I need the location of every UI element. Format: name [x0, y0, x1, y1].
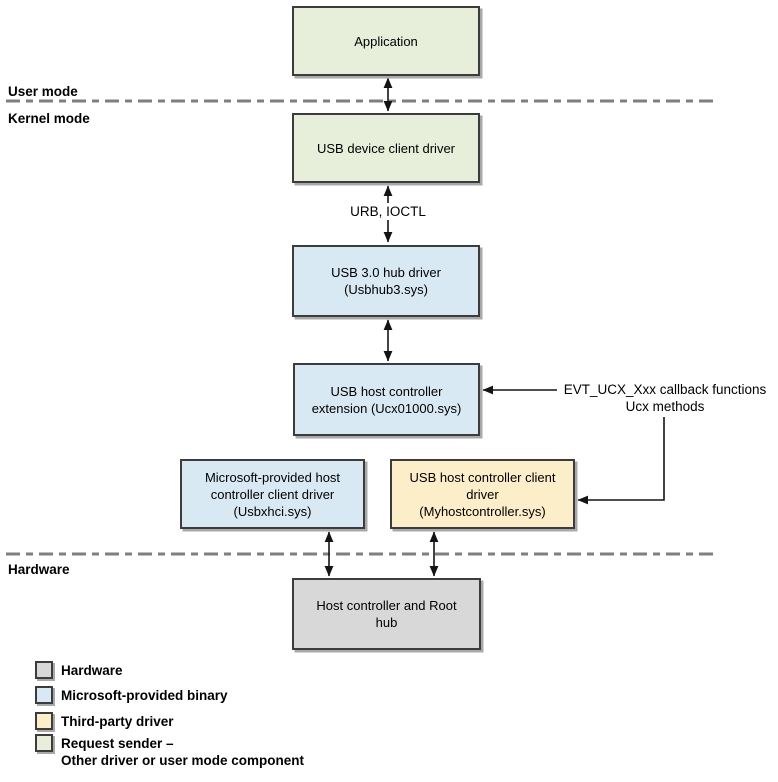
box-usb-host-controller-client-driver-label: USB host controller client driver (Myhos…: [409, 469, 556, 519]
box-application: Application: [292, 6, 480, 76]
urb-ioctl-label: URB, IOCTL: [329, 203, 447, 220]
legend-label-microsoft-binary: Microsoft-provided binary: [61, 688, 228, 703]
box-application-label: Application: [354, 33, 418, 49]
box-usb3-hub-driver-label: USB 3.0 hub driver (Usbhub3.sys): [331, 265, 441, 297]
legend-item-hardware: Hardware: [35, 661, 123, 679]
legend-item-third-party: Third-party driver: [35, 712, 174, 730]
legend-label-request-sender: Request sender – Other driver or user mo…: [61, 736, 305, 768]
legend-label-hardware: Hardware: [61, 663, 123, 678]
legend-swatch-microsoft-binary: [35, 686, 53, 704]
box-usb-host-controller-client-driver: USB host controller client driver (Myhos…: [390, 459, 575, 529]
box-usb-host-controller-extension: USB host controller extension (Ucx01000.…: [293, 363, 480, 436]
kernel-mode-label: Kernel mode: [8, 111, 90, 126]
box-usb3-hub-driver: USB 3.0 hub driver (Usbhub3.sys): [292, 245, 480, 317]
box-usb-device-client-driver-label: USB device client driver: [317, 140, 455, 156]
legend-swatch-request-sender: [35, 734, 53, 752]
box-usb-host-controller-extension-label: USB host controller extension (Ucx01000.…: [311, 383, 462, 416]
box-ms-host-controller-client-driver-label: Microsoft-provided host controller clien…: [204, 469, 341, 519]
legend-swatch-hardware: [35, 661, 53, 679]
callback-functions-note: EVT_UCX_Xxx callback functions Ucx metho…: [563, 382, 767, 414]
box-usb-device-client-driver: USB device client driver: [292, 113, 480, 183]
legend-item-microsoft-binary: Microsoft-provided binary: [35, 686, 228, 704]
arrow-ucxmethods-to-thirdparty-driver: [577, 417, 665, 505]
legend-item-request-sender: Request sender – Other driver or user mo…: [35, 734, 304, 769]
box-ms-host-controller-client-driver: Microsoft-provided host controller clien…: [180, 459, 365, 529]
user-mode-label: User mode: [8, 84, 78, 99]
legend-label-third-party: Third-party driver: [61, 714, 174, 729]
box-host-controller-root-hub: Host controller and Root hub: [292, 578, 481, 650]
box-host-controller-root-hub-label: Host controller and Root hub: [316, 598, 457, 630]
hardware-section-label: Hardware: [8, 562, 70, 577]
legend-swatch-third-party: [35, 712, 53, 730]
